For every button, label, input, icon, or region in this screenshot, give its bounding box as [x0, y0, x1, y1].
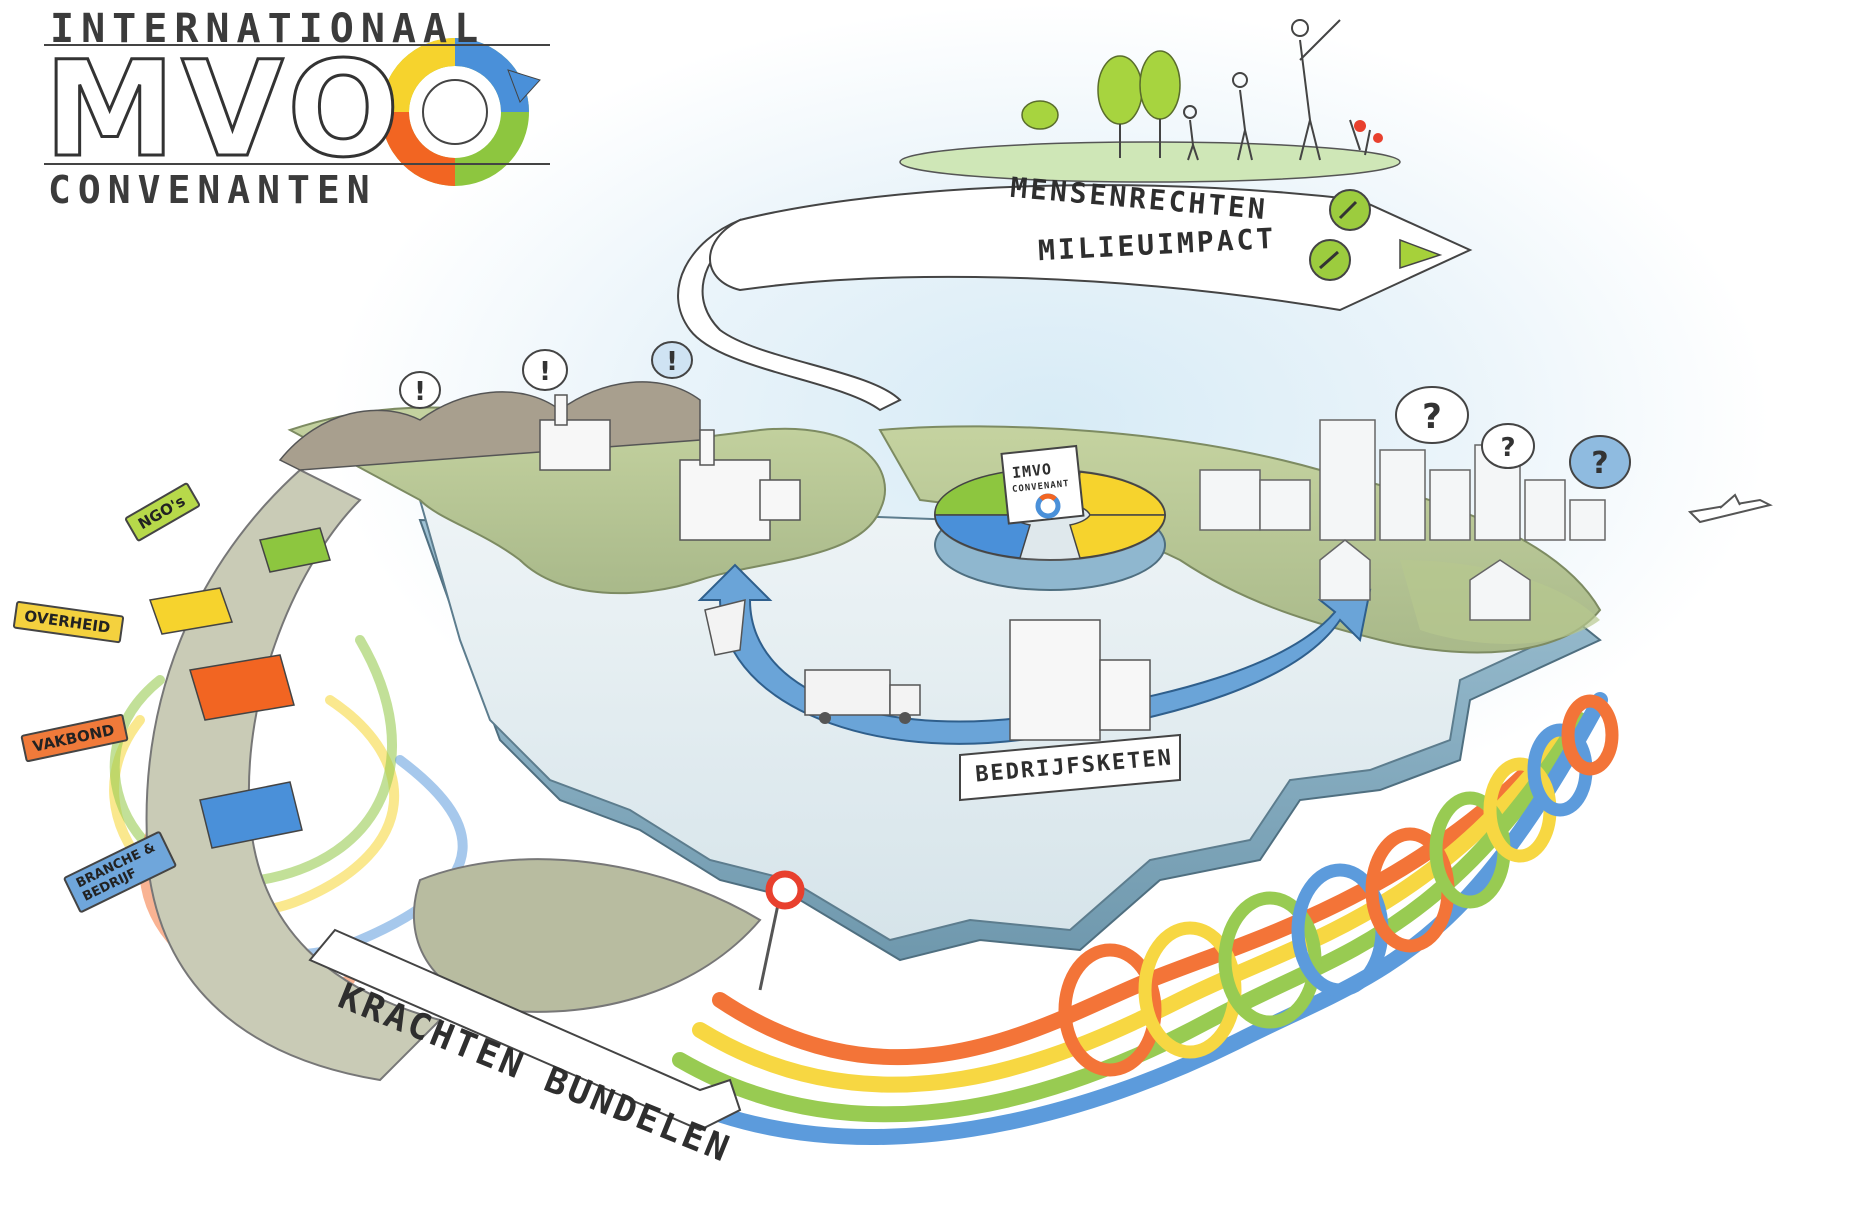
convenant-table — [934, 444, 1166, 591]
question-mark: ? — [1500, 433, 1515, 463]
exclamation-mark: ! — [666, 347, 678, 377]
house-icon — [1469, 559, 1531, 621]
rocky-hills — [278, 381, 701, 471]
stop-sign-icon — [758, 870, 805, 991]
happy-world-platform — [899, 19, 1401, 183]
goals-arrow-banner — [677, 184, 1473, 412]
house-icon — [1319, 539, 1371, 601]
tree-icon — [1021, 50, 1181, 130]
title-mvo: MVO — [42, 33, 406, 187]
stakeholder-tables — [148, 527, 331, 849]
title-convenanten: CONVENANTEN — [48, 168, 377, 212]
krachten-bundelen-arrow — [308, 928, 742, 1132]
recycle-arrow-icon — [381, 38, 541, 186]
ship-icon — [704, 599, 746, 656]
bedrijfsketen-arrow — [697, 563, 1372, 802]
question-mark: ? — [1591, 446, 1608, 481]
question-icon — [1395, 386, 1631, 489]
exclamation-mark: ! — [414, 377, 426, 407]
plane-icon — [1687, 493, 1773, 524]
question-mark: ? — [1422, 397, 1442, 437]
factory-icon — [539, 394, 801, 541]
city-skyline — [1199, 419, 1606, 621]
title-internationaal: INTERNATIONAAL — [50, 6, 486, 52]
exclamation-mark: ! — [539, 357, 551, 387]
exclamation-icon — [399, 341, 693, 409]
truck-icon — [804, 669, 891, 716]
